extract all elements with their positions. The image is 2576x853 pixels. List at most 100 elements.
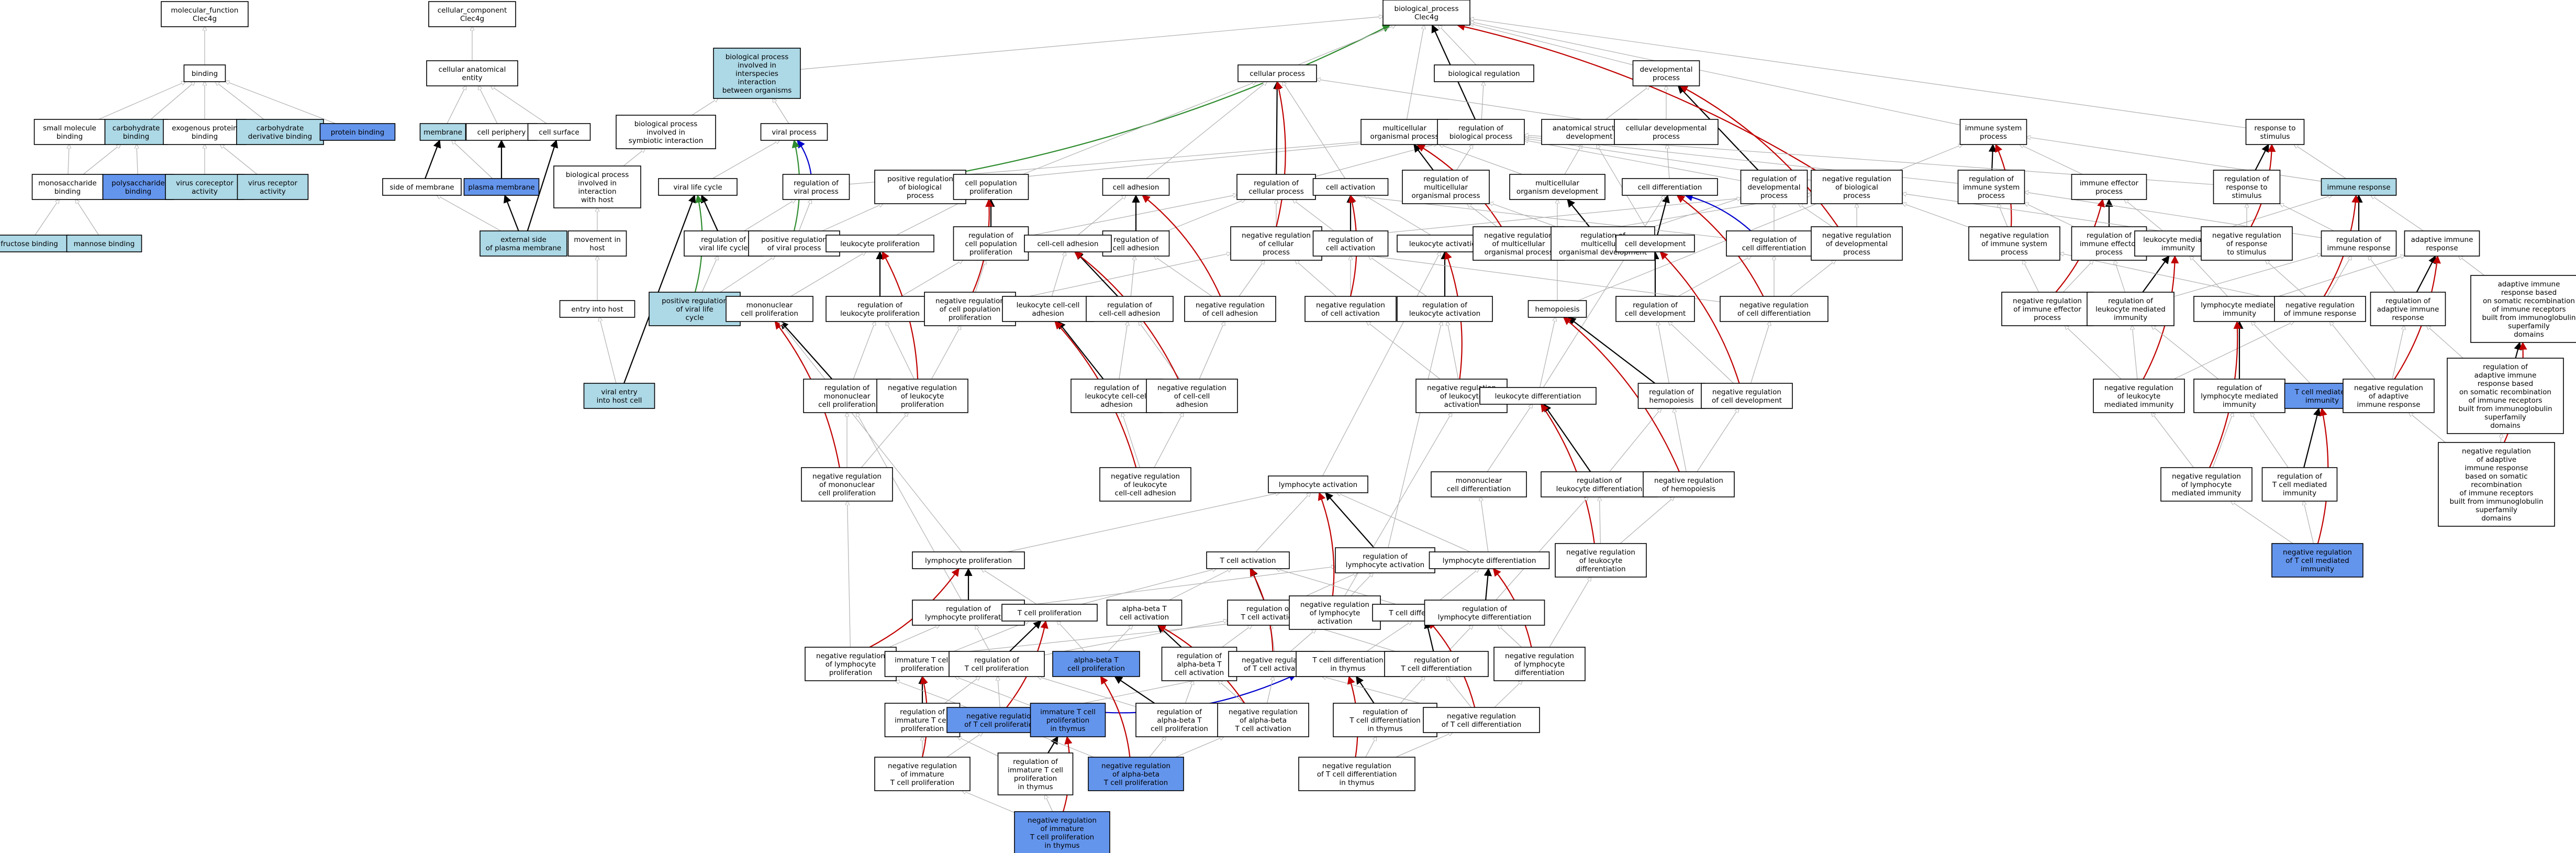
go-term-cellproc[interactable]: cellular process (1237, 64, 1317, 82)
go-term-cact[interactable]: cell activation (1312, 178, 1389, 196)
go-term-csurf[interactable]: cell surface (527, 123, 591, 141)
go-term-protb[interactable]: protein binding (319, 123, 396, 141)
go-term-memb[interactable]: membrane (419, 123, 466, 141)
go-term-cperi[interactable]: cell periphery (465, 123, 538, 141)
go-term-cadh[interactable]: cell adhesion (1102, 178, 1170, 196)
go-term-cdev[interactable]: cell development (1615, 235, 1695, 252)
go-term-pm[interactable]: plasma membrane (463, 178, 540, 196)
go-term-fruc[interactable]: fructose binding (0, 235, 69, 252)
go-term-vlc[interactable]: viral life cycle (658, 178, 738, 196)
go-term-lymdiff[interactable]: lymphocyte differentiation (1429, 551, 1550, 569)
go-term-leukdiff[interactable]: leukocyte differentiation (1479, 387, 1597, 405)
go-term-lymact[interactable]: lymphocyte activation (1268, 475, 1368, 493)
go-term-binding[interactable]: binding (183, 64, 226, 82)
go-term-lymprol[interactable]: lymphocyte proliferation (912, 551, 1025, 569)
go-term-tprol[interactable]: T cell proliferation (1001, 604, 1098, 622)
go-term-iresp[interactable]: immune response (2321, 178, 2397, 196)
go-term-virproc[interactable]: viral process (760, 123, 828, 141)
go-term-side[interactable]: side of membrane (382, 178, 462, 196)
go-term-cca[interactable]: cell-cell adhesion (1024, 235, 1112, 252)
